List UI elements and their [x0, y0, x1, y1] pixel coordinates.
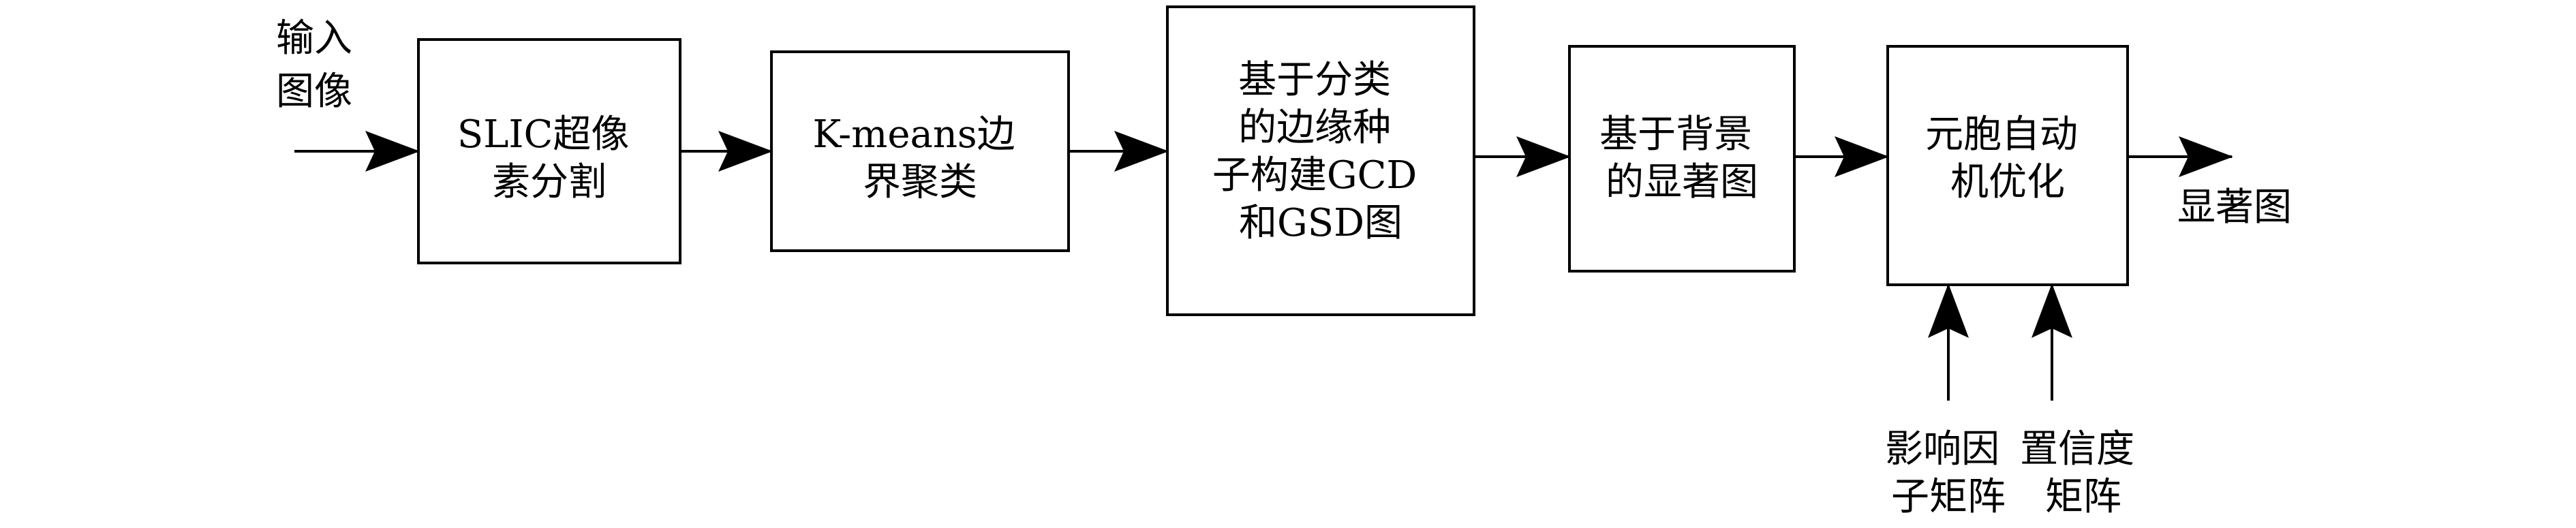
output-saliency-label: 显著图 — [2177, 185, 2292, 230]
input-label-line: 图像 — [276, 69, 352, 114]
step-label: 基于分类 的边缘种 子构建GCD 和GSD图 — [1212, 58, 1429, 245]
step-label-line: K-means边 — [813, 112, 1015, 157]
side-input-line: 影响因 — [1885, 427, 1999, 471]
step-label-line: SLIC超像 — [457, 112, 630, 157]
step-label-line: 机优化 — [1950, 160, 2065, 204]
confidence-matrix-label: 置信度 矩阵 — [2020, 427, 2147, 519]
step-gcd-gsd-construction: 基于分类 的边缘种 子构建GCD 和GSD图 — [1166, 5, 1475, 316]
step-label-line: 子构建GCD — [1212, 153, 1417, 198]
input-label-line: 输入 — [276, 16, 352, 61]
step-slic-superpixel: SLIC超像 素分割 — [417, 38, 681, 264]
step-box — [1568, 45, 1796, 273]
influence-factor-matrix-label: 影响因 子矩阵 — [1885, 427, 2012, 519]
side-input-line: 置信度 — [2020, 427, 2134, 471]
step-cellular-automata: 元胞自动 机优化 — [1886, 45, 2129, 286]
step-label-line: 素分割 — [492, 160, 607, 204]
step-label: K-means边 界聚类 — [813, 112, 1028, 204]
side-input-line: 矩阵 — [2045, 475, 2121, 519]
step-label: SLIC超像 素分割 — [457, 112, 641, 204]
step-label-line: 和GSD图 — [1239, 201, 1402, 245]
step-label: 元胞自动 机优化 — [1925, 112, 2090, 204]
input-image-label: 输入 图像 — [276, 16, 365, 114]
step-box — [417, 38, 681, 264]
step-label-line: 界聚类 — [863, 160, 977, 204]
step-box — [1886, 45, 2129, 286]
step-label-line: 基于背景 — [1599, 112, 1752, 157]
step-label: 基于背景 的显著图 — [1599, 112, 1764, 204]
step-label-line: 的边缘种 — [1238, 106, 1391, 150]
side-input-line: 子矩阵 — [1891, 475, 2006, 519]
step-label-line: 元胞自动 — [1925, 112, 2078, 157]
step-box — [1166, 5, 1475, 316]
step-label-line: 的显著图 — [1606, 160, 1758, 204]
step-kmeans-clustering: K-means边 界聚类 — [770, 50, 1070, 252]
step-label-line: 基于分类 — [1238, 58, 1391, 102]
step-background-saliency: 基于背景 的显著图 — [1568, 45, 1796, 273]
